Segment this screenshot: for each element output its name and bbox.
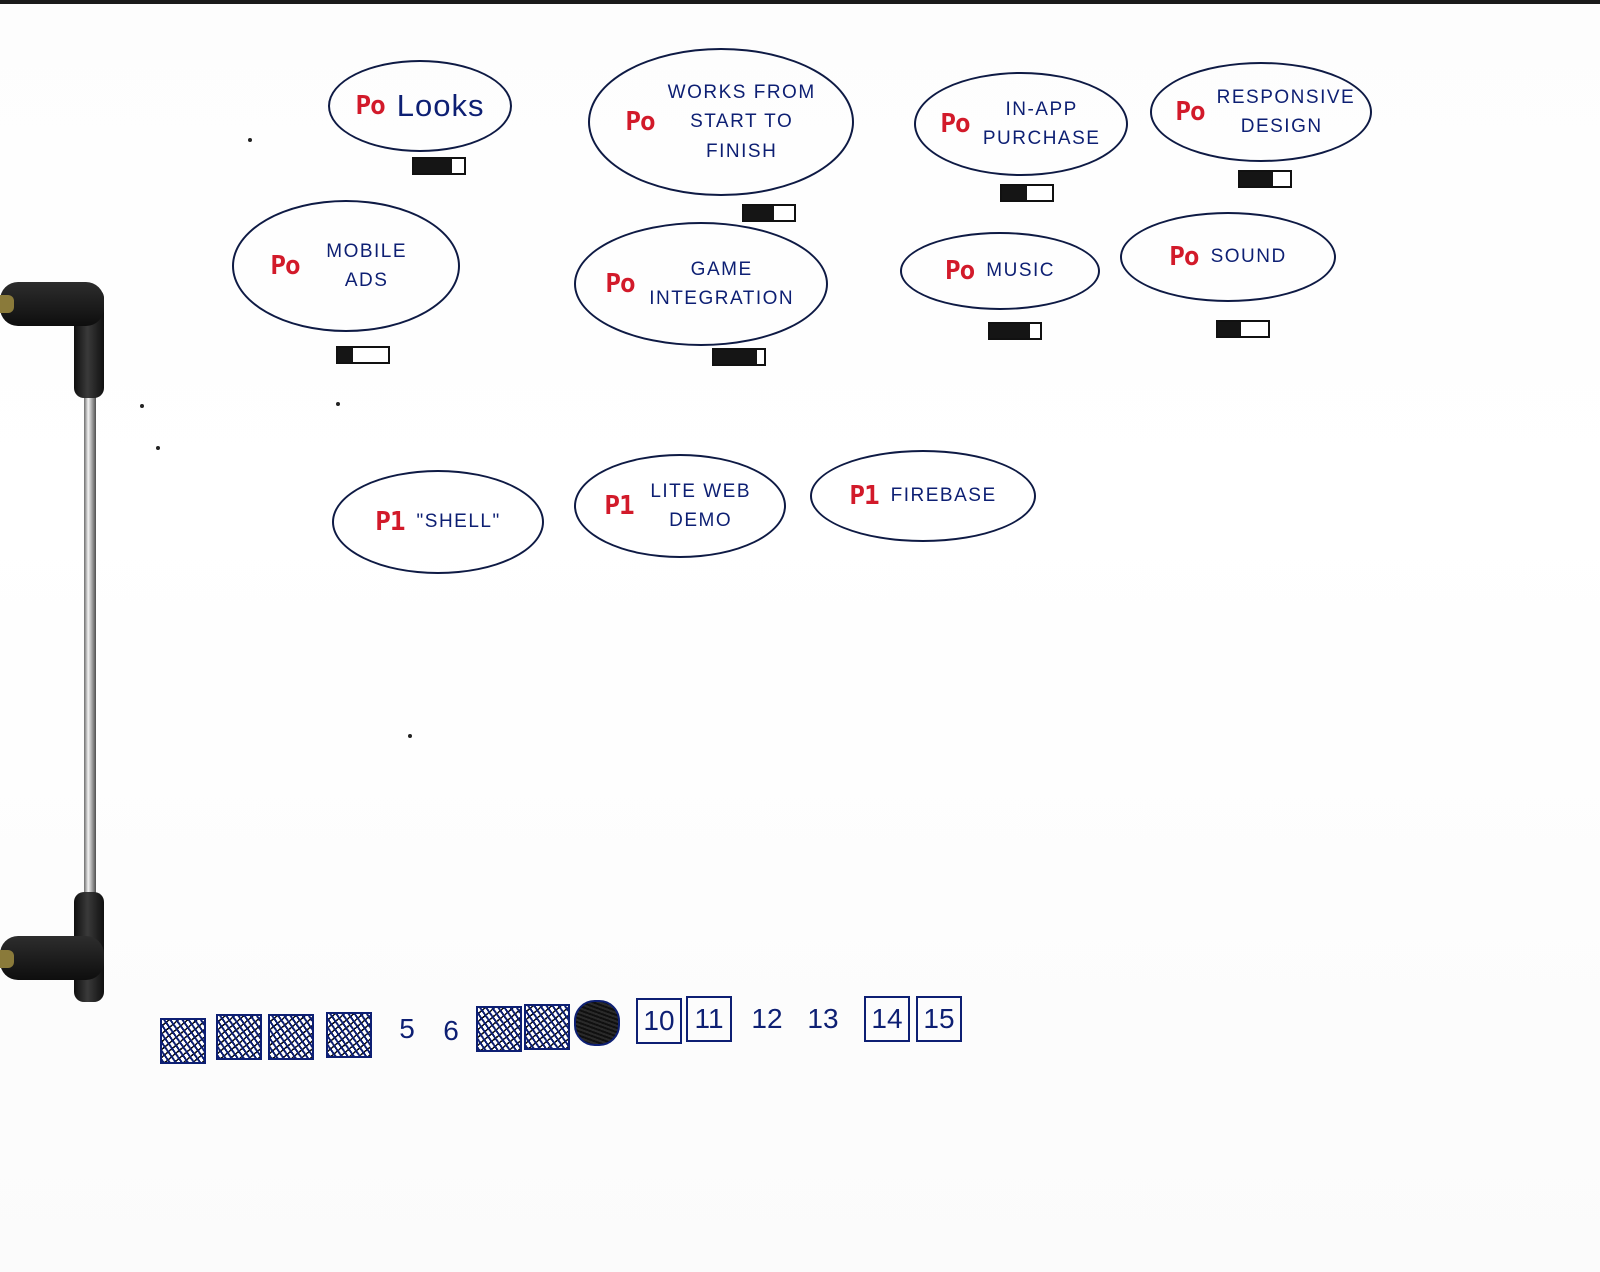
feature-label: Mobile ads: [326, 240, 408, 291]
feature-label: Responsive design: [1216, 86, 1356, 137]
priority-tag: Po: [355, 91, 385, 121]
priority-tag: Po: [1175, 97, 1205, 127]
priority-tag: Po: [944, 256, 975, 286]
pen-dot: [156, 446, 160, 450]
day-8[interactable]: 8: [524, 1004, 570, 1050]
feature-label: Game integration: [649, 258, 795, 309]
toggle-knob: [1218, 322, 1241, 336]
pen-dot: [248, 138, 252, 142]
pen-dot: [336, 402, 340, 406]
toggle-knob: [338, 348, 353, 362]
feature-bubble-lite-web-demo[interactable]: P1 Lite web demo: [574, 454, 786, 558]
toggle-knob: [414, 159, 452, 173]
feature-label: Looks: [396, 87, 485, 123]
feature-bubble-sound[interactable]: Po Sound: [1120, 212, 1336, 302]
day-tracker: 1 2 3 4 5 6 7 8 9 10 11 12 13 14 15: [160, 996, 1000, 1072]
feature-toggle-looks[interactable]: [412, 157, 466, 175]
priority-tag: Po: [625, 107, 655, 137]
feature-bubble-music[interactable]: Po Music: [900, 232, 1100, 310]
feature-bubble-works-from-start-to-finish[interactable]: Po Works from start to finish: [588, 48, 854, 196]
clip-rod: [84, 370, 96, 900]
pen-dot: [140, 404, 144, 408]
priority-tag: Po: [605, 269, 635, 299]
feature-toggle-responsive-design[interactable]: [1238, 170, 1292, 188]
priority-tag: Po: [270, 251, 300, 281]
feature-bubble-shell[interactable]: P1 "Shell": [332, 470, 544, 574]
priority-tag: Po: [940, 109, 970, 139]
clip-nub-top: [0, 295, 14, 313]
day-1[interactable]: 1: [160, 1018, 206, 1064]
toggle-knob: [1240, 172, 1273, 186]
feature-bubble-firebase[interactable]: P1 Firebase: [810, 450, 1036, 542]
feature-label: Firebase: [890, 485, 997, 507]
day-12[interactable]: 12: [751, 1003, 783, 1034]
day-11[interactable]: 11: [686, 996, 732, 1042]
day-2[interactable]: 2: [216, 1014, 262, 1060]
top-edge: [0, 0, 1600, 4]
day-10[interactable]: 10: [636, 998, 682, 1044]
feature-label: Lite web demo: [650, 480, 751, 531]
feature-label: Works from start to finish: [667, 81, 816, 162]
feature-label: Music: [986, 260, 1056, 282]
pen-dot: [408, 734, 412, 738]
priority-tag: Po: [1169, 242, 1199, 272]
priority-tag: P1: [849, 481, 879, 511]
toggle-knob: [1002, 186, 1027, 200]
clip-arm-bottom: [0, 936, 104, 980]
feature-toggle-in-app-purchase[interactable]: [1000, 184, 1054, 202]
feature-bubble-game-integration[interactable]: Po Game integration: [574, 222, 828, 346]
day-14[interactable]: 14: [864, 996, 910, 1042]
day-9[interactable]: 9: [574, 1000, 620, 1046]
toggle-knob: [990, 324, 1030, 338]
feature-toggle-sound[interactable]: [1216, 320, 1270, 338]
feature-label: Sound: [1210, 246, 1287, 268]
feature-bubble-looks[interactable]: Po Looks: [328, 60, 512, 152]
day-15[interactable]: 15: [916, 996, 962, 1042]
day-5[interactable]: 5: [399, 1013, 415, 1044]
toggle-knob: [714, 350, 757, 364]
feature-bubble-responsive-design[interactable]: Po Responsive design: [1150, 62, 1372, 162]
priority-tag: P1: [375, 507, 405, 537]
day-6[interactable]: 6: [443, 1015, 459, 1046]
day-4[interactable]: 4: [326, 1012, 372, 1058]
feature-toggle-game-integration[interactable]: [712, 348, 766, 366]
clip-arm-top: [0, 282, 104, 326]
clip-nub-bottom: [0, 950, 14, 968]
toggle-knob: [744, 206, 774, 220]
day-13[interactable]: 13: [807, 1003, 839, 1034]
priority-tag: P1: [604, 491, 634, 521]
feature-toggle-music[interactable]: [988, 322, 1042, 340]
day-7[interactable]: 7: [476, 1006, 522, 1052]
feature-toggle-works-from-start-to-finish[interactable]: [742, 204, 796, 222]
day-3[interactable]: 3: [268, 1014, 314, 1060]
feature-bubble-mobile-ads[interactable]: Po Mobile ads: [232, 200, 460, 332]
feature-label: In-app purchase: [982, 98, 1101, 149]
feature-label: "Shell": [416, 511, 501, 533]
feature-toggle-mobile-ads[interactable]: [336, 346, 390, 364]
feature-bubble-in-app-purchase[interactable]: Po In-app purchase: [914, 72, 1128, 176]
